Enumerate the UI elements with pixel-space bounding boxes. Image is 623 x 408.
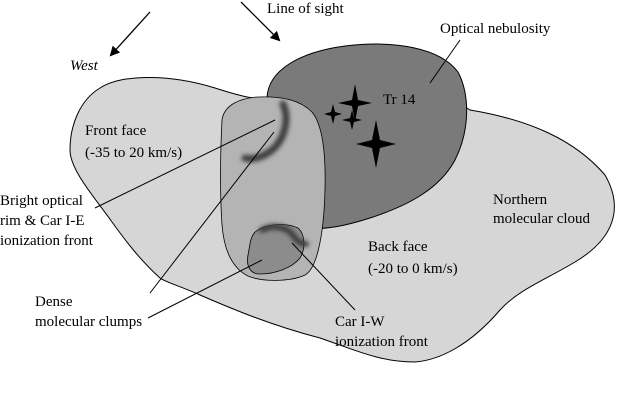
label-bright-rim: Bright optical rim & Car I-E ionization … [0,193,94,249]
dense-molecular-clump [247,224,305,275]
arrow-west [109,11,151,57]
star-marker [324,84,396,168]
label-line-of-sight: Line of sight [267,1,344,17]
label-car-iw-line1: Car I-W [335,314,385,330]
label-optical-nebulosity: Optical nebulosity [440,21,551,37]
label-northern-line2: molecular cloud [493,211,591,227]
label-bright-rim-line2: rim & Car I-E [0,213,85,229]
arrow-line-of-sight [240,1,281,42]
bright-optical-rim [241,100,290,163]
label-northern-line1: Northern [493,192,548,208]
label-front-face-line1: Front face [85,123,147,139]
label-dense-line1: Dense [35,294,73,310]
label-back-face: Back face (-20 to 0 km/s) [368,239,458,277]
label-bright-rim-line1: Bright optical [0,193,83,209]
label-tr14: Tr 14 [383,92,416,108]
label-bright-rim-line3: ionization front [0,233,94,249]
leader-car-iw [291,242,356,311]
car-iw-dark-front [259,223,309,247]
leader-bright-rim-1 [94,119,276,209]
label-dense-line2: molecular clumps [35,314,142,330]
label-car-iw: Car I-W ionization front [335,314,429,350]
label-dense-clumps: Dense molecular clumps [35,294,142,330]
label-west: West [70,58,99,74]
label-back-face-line1: Back face [368,239,428,255]
label-back-face-line2: (-20 to 0 km/s) [368,261,458,277]
leader-dense-clumps [147,259,263,319]
leader-bright-rim-2 [149,131,275,294]
label-northern-cloud: Northern molecular cloud [493,192,591,227]
leader-optical-nebulosity [429,39,461,84]
label-car-iw-line2: ionization front [335,334,429,350]
label-front-face-line2: (-35 to 20 km/s) [85,145,182,161]
label-front-face: Front face (-35 to 20 km/s) [85,123,182,161]
